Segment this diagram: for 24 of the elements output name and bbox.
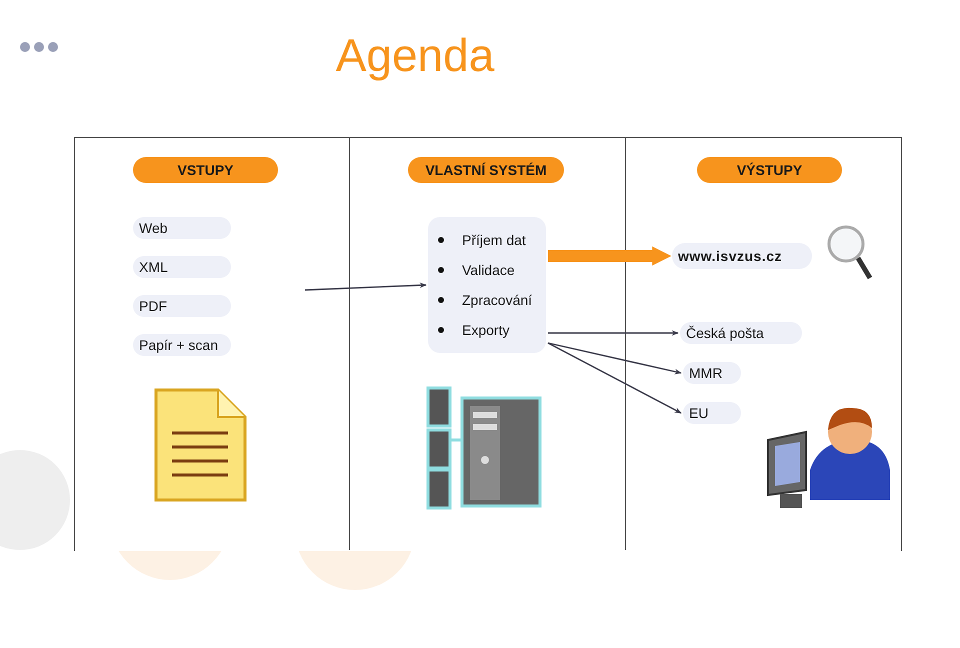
title: Agenda xyxy=(334,30,496,81)
label-text: Česká pošta xyxy=(686,325,764,341)
column-header xyxy=(133,157,278,183)
column-header xyxy=(697,157,842,183)
web-address-pill xyxy=(672,243,812,269)
item-pill xyxy=(680,322,802,344)
step-text: Zpracování xyxy=(462,292,532,308)
step-text: Exporty xyxy=(462,322,510,338)
step-text: Validace xyxy=(462,262,515,278)
label-text: XML xyxy=(139,259,168,275)
label-text: www.isvzus.cz xyxy=(678,248,782,264)
label-text: MMR xyxy=(689,365,722,381)
label-text: EU xyxy=(689,405,708,421)
label-text: Papír + scan xyxy=(139,337,218,353)
label-text: VSTUPY xyxy=(177,162,234,178)
label-text: Web xyxy=(139,220,168,236)
label-text: VÝSTUPY xyxy=(736,162,802,178)
step-text: Příjem dat xyxy=(462,232,526,248)
label-text: VLASTNÍ SYSTÉM xyxy=(425,162,547,178)
item-pill xyxy=(683,362,741,384)
column-header xyxy=(408,157,564,183)
step-list-box xyxy=(428,217,546,353)
label-text: PDF xyxy=(139,298,167,314)
item-pill xyxy=(683,402,741,424)
